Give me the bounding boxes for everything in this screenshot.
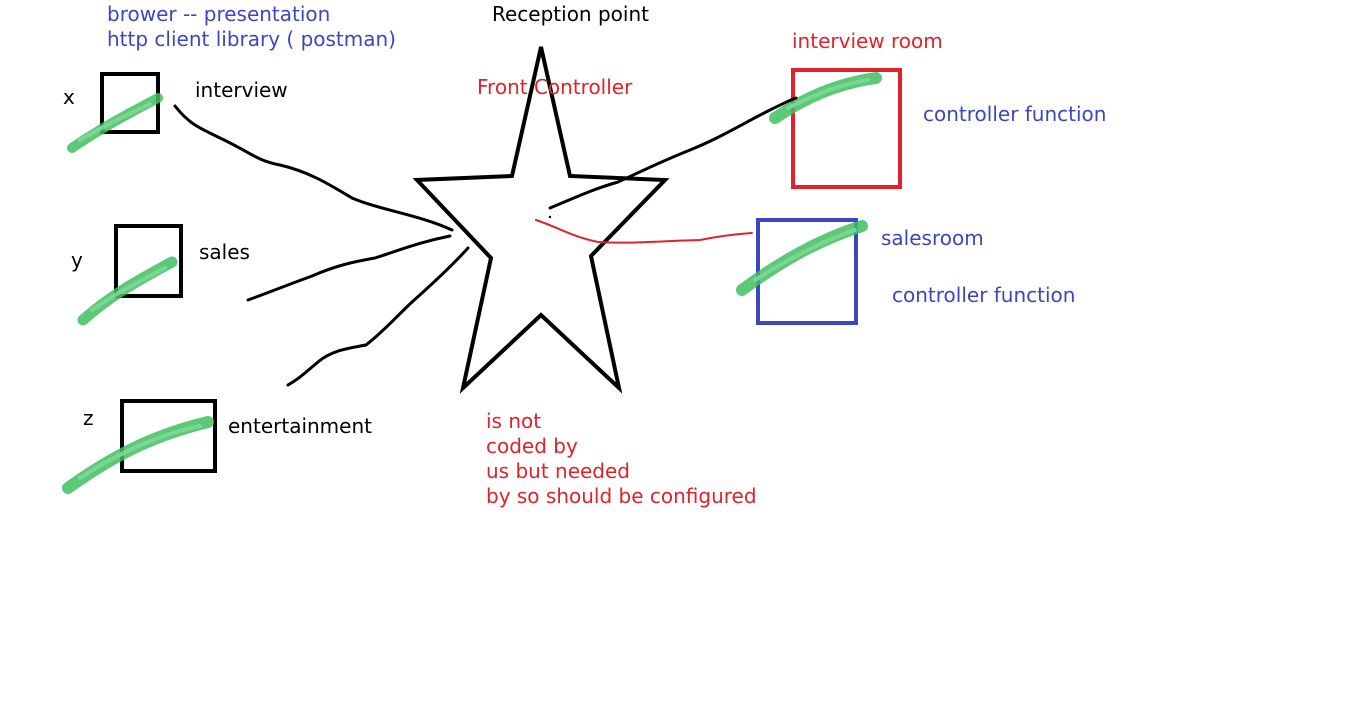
green-stroke-z-inner (78, 424, 202, 480)
green-highlights (62, 72, 882, 494)
green-stroke-z (62, 416, 214, 494)
client-box-z (120, 399, 217, 473)
header-note: brower -- presentation http client libra… (107, 2, 396, 52)
header-line-2: http client library ( postman) (107, 27, 396, 51)
note-line-2: coded by (486, 434, 578, 458)
client-label-entertainment: entertainment (228, 414, 372, 438)
green-stroke-salesroom-inner (753, 228, 857, 282)
note-line-4: by so should be configured (486, 484, 757, 508)
connector-sales (246, 234, 452, 302)
green-stroke-y-inner (90, 266, 167, 312)
front-controller-star (412, 46, 670, 394)
client-letter-y: y (71, 248, 83, 272)
green-stroke-interview-room (769, 72, 882, 124)
client-box-y (114, 224, 183, 298)
connector-interview (173, 104, 454, 232)
note-line-3: us but needed (486, 459, 631, 483)
interview-room-box (791, 68, 902, 189)
connector-salesroom (535, 219, 753, 244)
header-line-1: brower -- presentation (107, 2, 331, 26)
reception-point-label: Reception point (492, 2, 649, 26)
connector-entertainment (286, 246, 470, 387)
note-line-1: is not (486, 409, 542, 433)
interview-room-title: interview room (792, 29, 943, 53)
client-letter-z: z (83, 406, 94, 430)
green-stroke-interview-room-inner (786, 78, 870, 110)
interview-room-caption: controller function (923, 102, 1107, 126)
client-label-sales: sales (199, 240, 250, 264)
salesroom-title: salesroom (881, 226, 984, 250)
salesroom-caption: controller function (892, 283, 1076, 307)
front-controller-label: Front Controller (477, 75, 633, 99)
client-connectors (173, 104, 470, 387)
connector-interview-room (548, 96, 798, 210)
client-letter-x: x (63, 85, 75, 109)
connector-dot (548, 215, 552, 219)
front-controller-note: is not coded by us but needed by so shou… (486, 409, 757, 509)
green-stroke-x-inner (78, 102, 152, 142)
client-label-interview: interview (195, 78, 288, 102)
